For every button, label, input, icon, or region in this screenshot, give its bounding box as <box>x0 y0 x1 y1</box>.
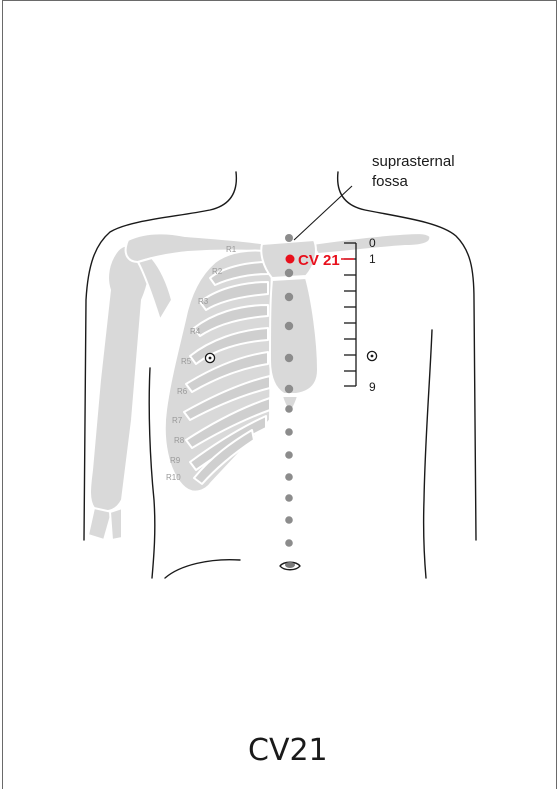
meridian-dot <box>285 428 293 436</box>
rib-label-r10: R10 <box>166 473 181 482</box>
meridian-dot <box>285 494 293 502</box>
rib-label-r4: R4 <box>190 327 201 336</box>
humerus <box>88 245 149 540</box>
acupoint-icon <box>286 255 295 264</box>
annotation-line-1: suprasternal <box>372 153 455 170</box>
nipple-marker-icon <box>205 353 214 362</box>
rib-label-r9: R9 <box>170 456 181 465</box>
nipple-marker-icon <box>367 351 376 360</box>
scale-label-1: 1 <box>369 252 376 266</box>
meridian-dot <box>285 473 293 481</box>
acupoint-label: CV 21 <box>298 252 340 269</box>
scale-label-0: 0 <box>369 236 376 250</box>
meridian-dot <box>285 385 293 393</box>
rib-label-r7: R7 <box>172 416 183 425</box>
rib-label-r5: R5 <box>181 357 192 366</box>
meridian-dot <box>285 354 293 362</box>
meridian-dot <box>285 234 293 242</box>
rib-label-r8: R8 <box>174 436 185 445</box>
meridian-dot <box>285 451 293 459</box>
rib-label-r3: R3 <box>198 297 209 306</box>
meridian-dot <box>285 405 293 413</box>
caption-title: CV21 <box>248 733 328 768</box>
annotation-leader-line <box>294 186 352 240</box>
rib-label-r1: R1 <box>226 245 237 254</box>
meridian-dot <box>285 322 293 330</box>
scale-label-9: 9 <box>369 380 376 394</box>
meridian-dot <box>285 293 293 301</box>
navel-icon <box>280 562 300 570</box>
meridian-dot <box>285 269 293 277</box>
rib-cage <box>165 250 272 491</box>
annotation-line-2: fossa <box>372 173 409 190</box>
meridian-dot <box>285 516 293 524</box>
meridian-dot <box>285 539 293 547</box>
rib-label-r6: R6 <box>177 387 188 396</box>
rib-label-r2: R2 <box>212 267 223 276</box>
